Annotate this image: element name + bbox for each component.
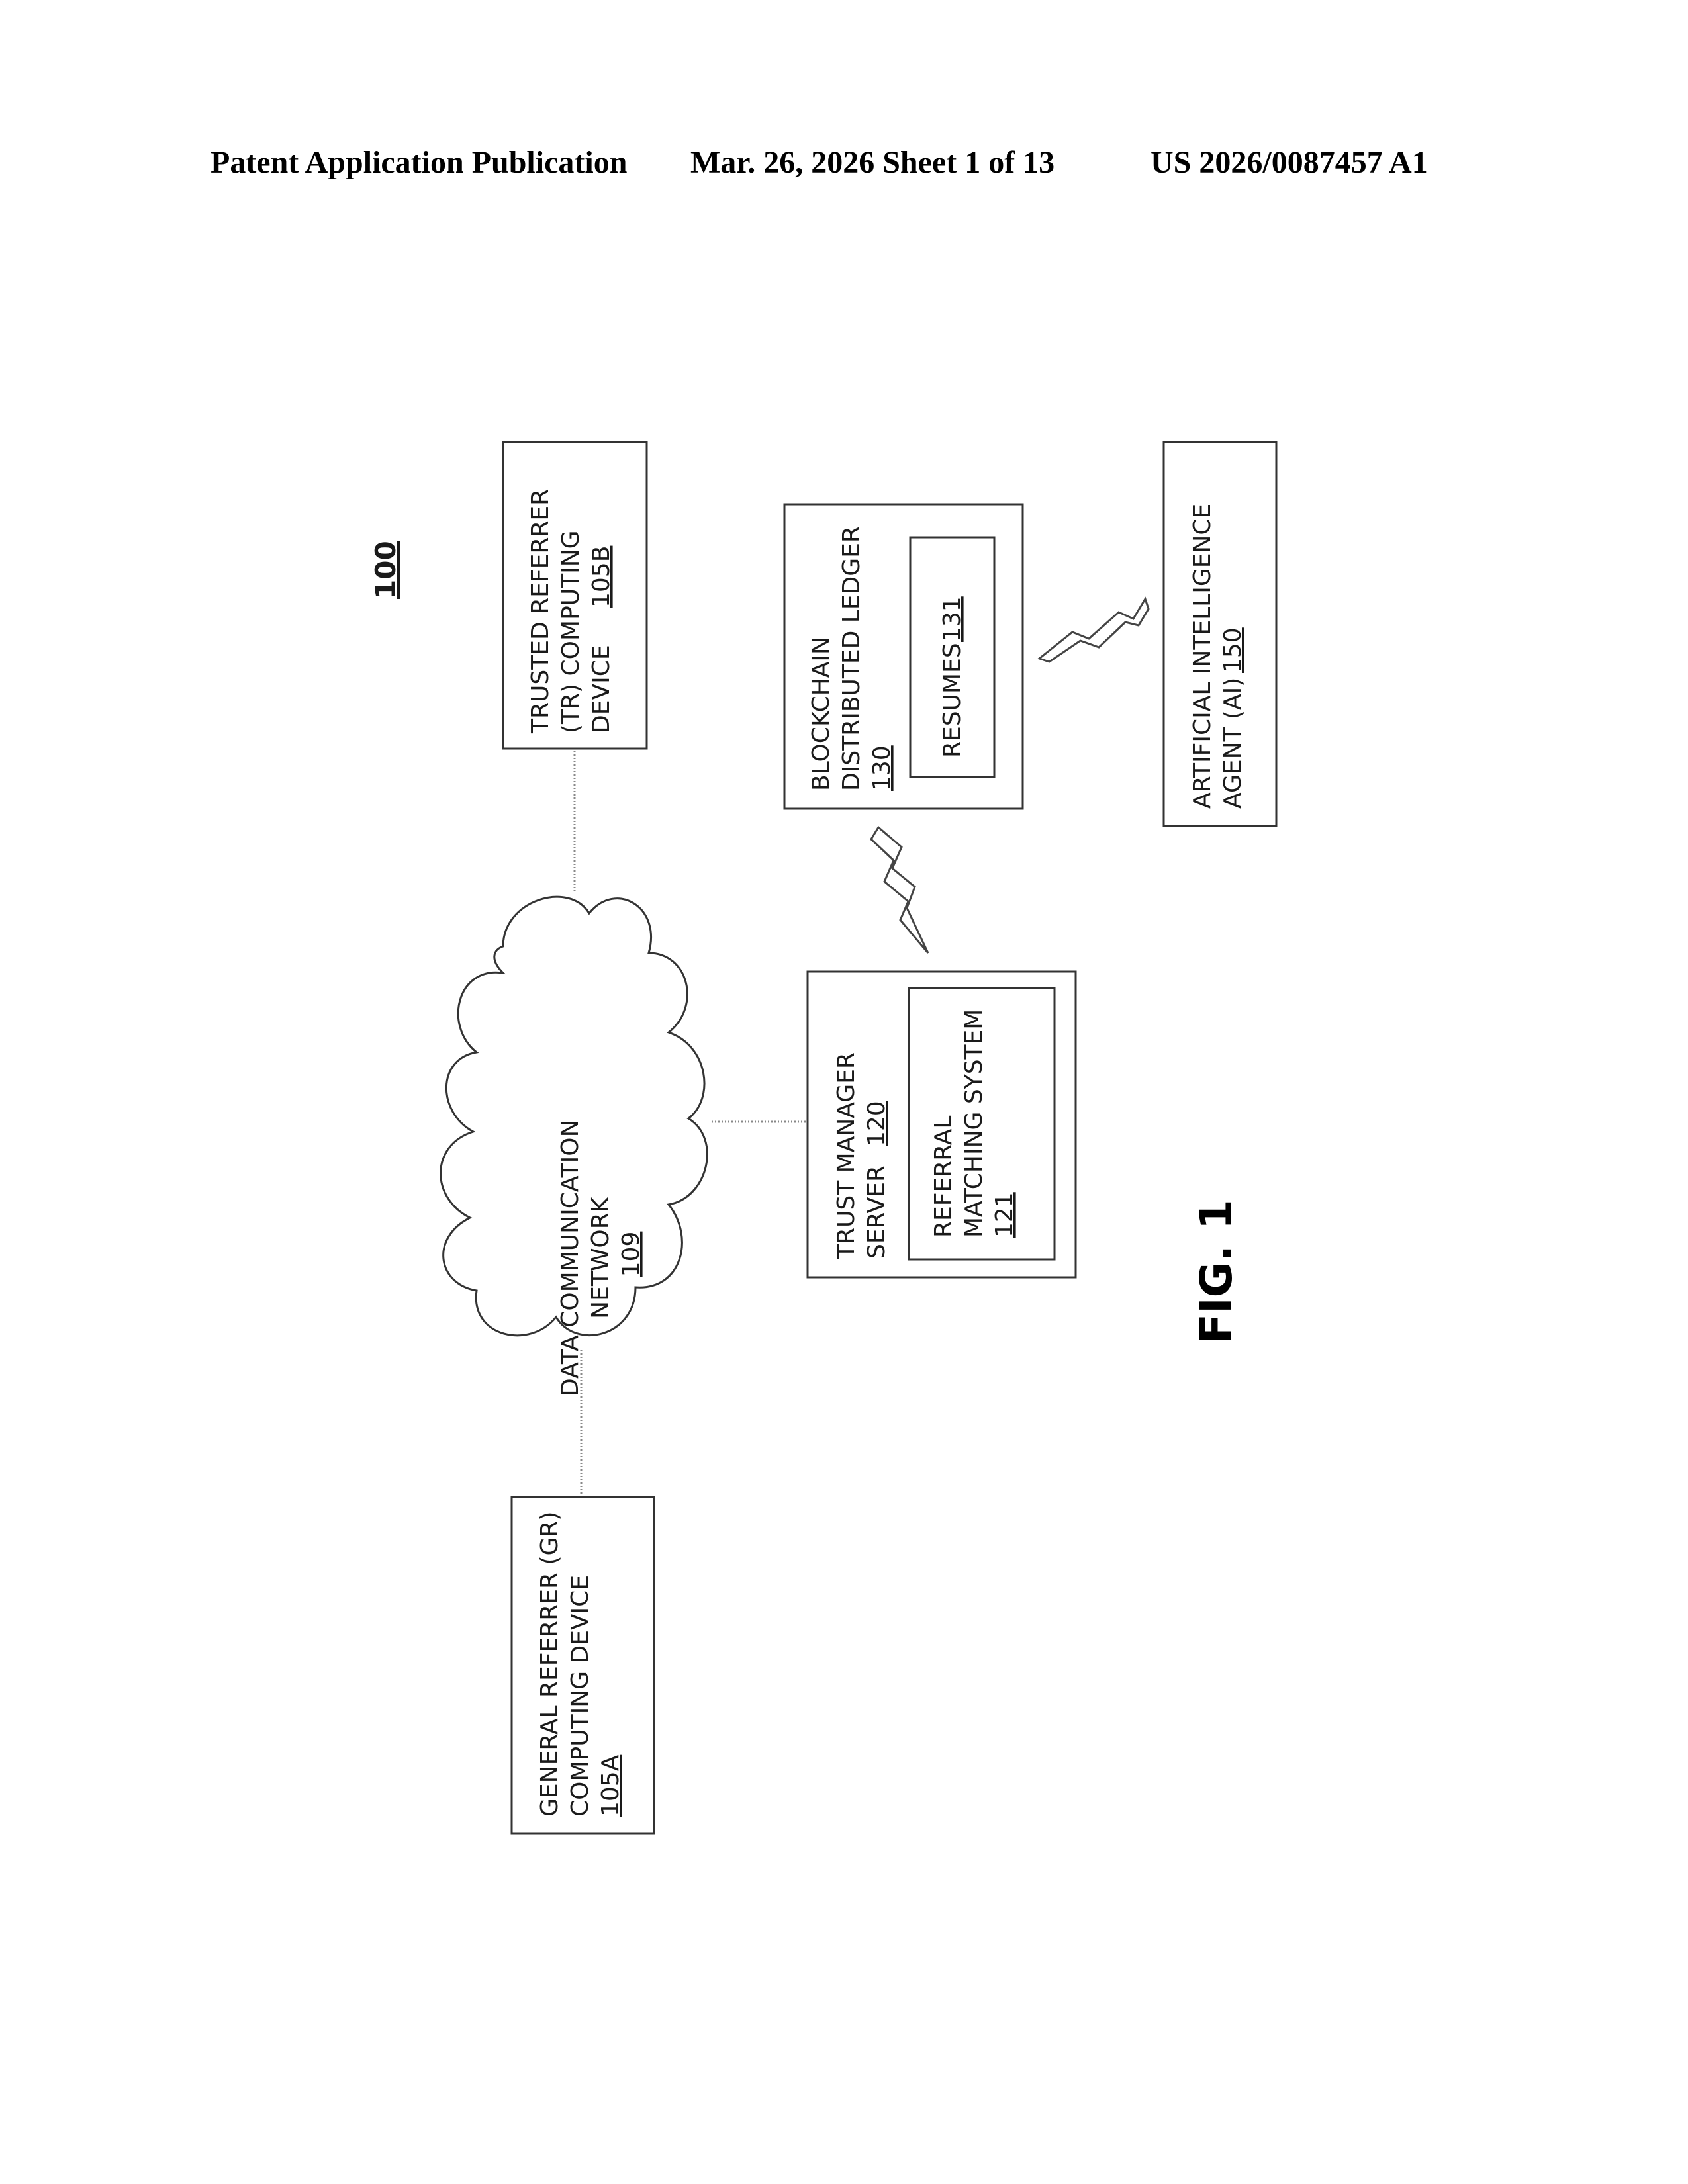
network-ref: 109 xyxy=(618,1232,645,1277)
figure-label: FIG. 1 xyxy=(1191,1199,1242,1343)
resumes-label: RESUMES 131 xyxy=(939,596,966,758)
tr-computing-device-box: TRUSTED REFERRER (TR) COMPUTING DEVICE 1… xyxy=(503,442,647,749)
wireless-link-icon xyxy=(1039,599,1149,662)
network-line1: DATA COMMUNICATION xyxy=(557,1119,584,1396)
system-ref-label: 100 xyxy=(369,541,402,599)
trust-manager-server-box: TRUST MANAGER SERVER 120 REFERRAL MATCHI… xyxy=(808,972,1076,1277)
network-cloud: DATA COMMUNICATION NETWORK 109 xyxy=(441,897,708,1396)
ai-agent-box: ARTIFICIAL INTELLIGENCE AGENT (AI) 150 xyxy=(1164,442,1276,826)
wireless-link-icon xyxy=(871,827,928,953)
network-line2: NETWORK xyxy=(587,1196,614,1319)
gr-computing-device-box: GENERAL REFERRER (GR) COMPUTING DEVICE 1… xyxy=(512,1497,654,1833)
blockchain-ledger-box: BLOCKCHAIN DISTRIBUTED LEDGER 130 RESUME… xyxy=(784,504,1023,809)
